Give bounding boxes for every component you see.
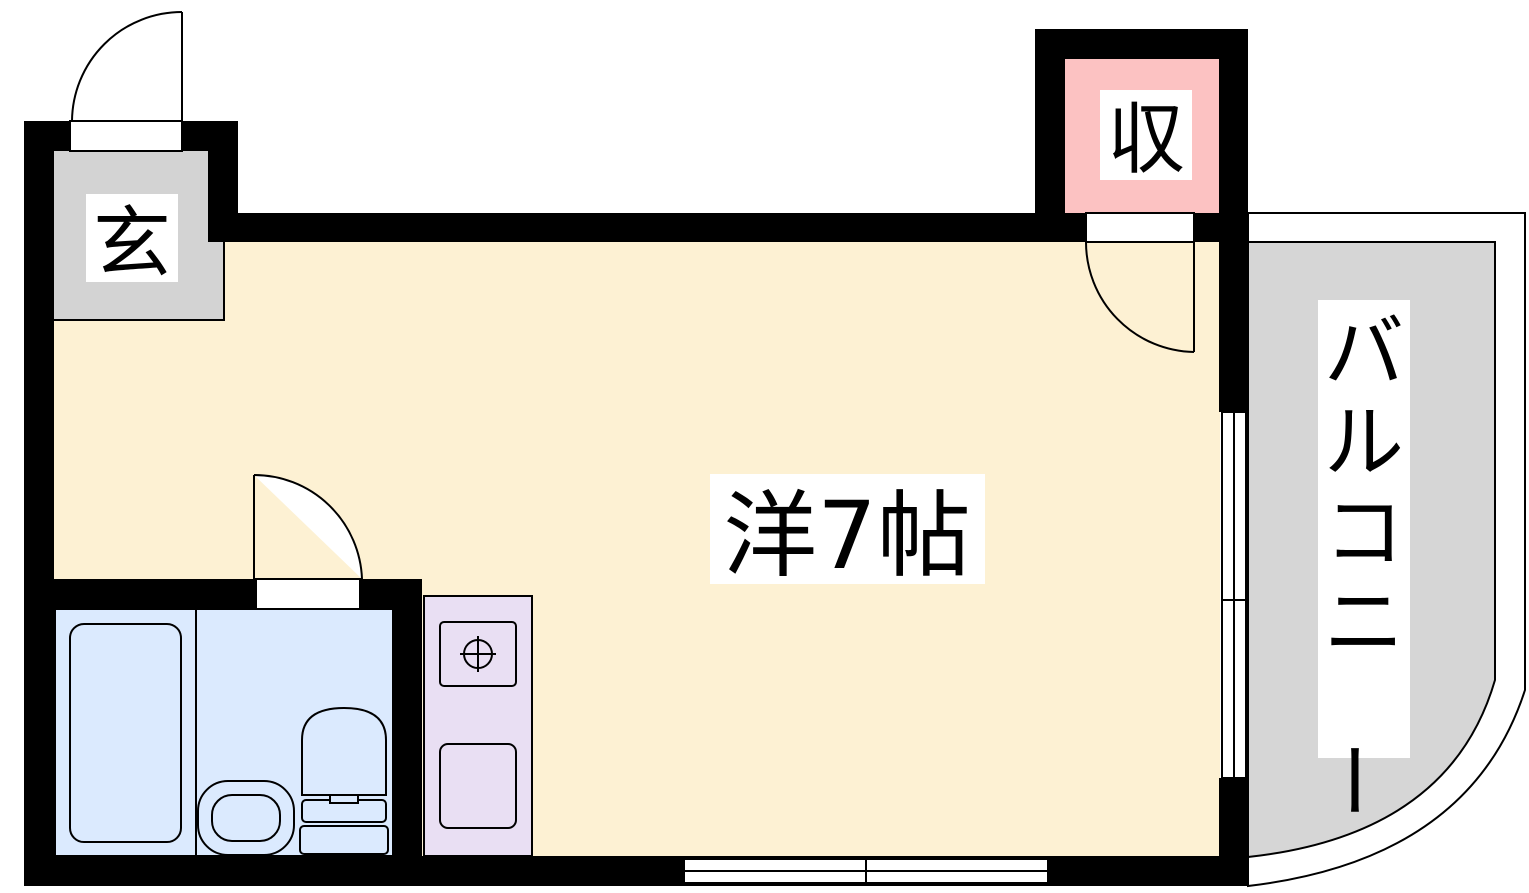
- genkan-label-group: 玄: [86, 194, 178, 289]
- bath-fixtures: [69, 609, 389, 856]
- storage-label: 収: [1107, 95, 1185, 185]
- balcony-label-char-4: ニ: [1324, 576, 1404, 669]
- balcony-label-char-1: バ: [1324, 306, 1404, 399]
- balcony-window: [1221, 411, 1247, 779]
- kitchen-sink: [439, 743, 517, 829]
- kitchen-fixtures: [439, 621, 517, 829]
- storage-label-group: 収: [1100, 90, 1192, 185]
- balcony-label-char-3: コ: [1324, 486, 1404, 579]
- main-room-label: 洋7帖: [723, 482, 971, 591]
- bathroom-door: [253, 474, 363, 610]
- storage-door: [1085, 212, 1195, 353]
- balcony-label-group: バ ル コ ニ ー: [1305, 300, 1410, 820]
- entrance-door: [69, 11, 183, 152]
- genkan-label: 玄: [93, 199, 171, 289]
- toilet: [301, 706, 387, 796]
- balcony-label-char-5: ー: [1305, 740, 1398, 820]
- main-room-label-group: 洋7帖: [710, 474, 985, 591]
- toilet-tank: [299, 825, 389, 855]
- balcony-label-char-2: ル: [1324, 396, 1404, 489]
- bathtub: [69, 623, 182, 843]
- bottom-window: [683, 858, 1049, 884]
